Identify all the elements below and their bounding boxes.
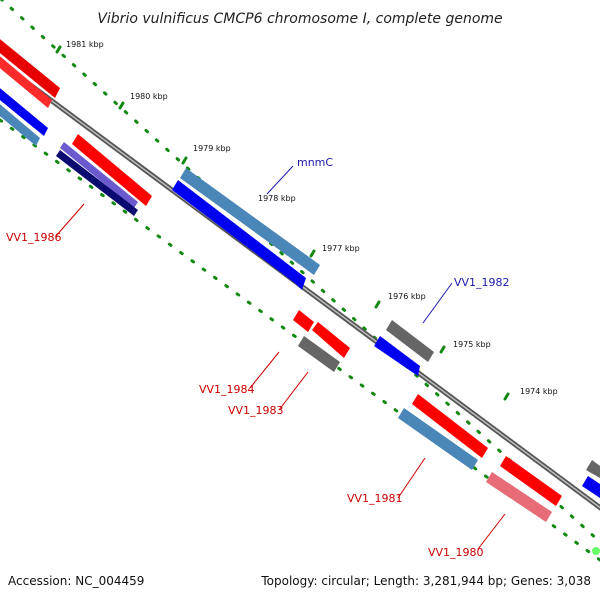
kbp-labels: 1981 kbp 1980 kbp 1979 kbp 1978 kbp 1977…: [66, 40, 558, 396]
cds-feature[interactable]: [293, 310, 314, 332]
tick-label: 1974 kbp: [520, 387, 558, 396]
accession-text: Accession: NC_004459: [8, 574, 144, 588]
cds-feature[interactable]: [374, 336, 420, 376]
kbp-tick-marks: [55, 45, 510, 401]
cds-feature[interactable]: [56, 150, 138, 216]
cds-features: [0, 35, 600, 555]
callout-lines: [55, 165, 506, 550]
gene-label-vv1-1981[interactable]: VV1_1981: [347, 492, 403, 505]
gene-label-mnmc[interactable]: mnmC: [297, 156, 333, 169]
cds-feature[interactable]: [0, 35, 60, 98]
tick-label: 1981 kbp: [66, 40, 104, 49]
cds-feature[interactable]: [0, 100, 40, 146]
gene-label-vv1-1980[interactable]: VV1_1980: [428, 546, 484, 559]
tick-label: 1978 kbp: [258, 194, 296, 203]
cds-feature[interactable]: [398, 408, 478, 470]
cds-feature[interactable]: [412, 394, 488, 458]
gene-label-vv1-1986[interactable]: VV1_1986: [6, 231, 62, 244]
tick-label: 1980 kbp: [130, 92, 168, 101]
cds-feature[interactable]: [312, 322, 350, 358]
cds-feature[interactable]: [298, 336, 340, 372]
gene-labels: mnmC VV1_1982 VV1_1986 VV1_1984 VV1_1983…: [6, 156, 510, 559]
cds-feature[interactable]: [72, 134, 152, 206]
tick-label: 1979 kbp: [193, 144, 231, 153]
feature-marker: [592, 547, 600, 555]
gene-label-vv1-1983[interactable]: VV1_1983: [228, 404, 284, 417]
tick-label: 1977 kbp: [322, 244, 360, 253]
cds-feature[interactable]: [486, 472, 552, 522]
cds-feature[interactable]: [180, 168, 320, 275]
gene-label-vv1-1984[interactable]: VV1_1984: [199, 383, 255, 396]
cds-feature[interactable]: [172, 180, 306, 290]
tick-label: 1975 kbp: [453, 340, 491, 349]
cds-feature[interactable]: [500, 456, 562, 506]
map-title: Vibrio vulnificus CMCP6 chromosome I, co…: [97, 11, 502, 27]
cds-feature[interactable]: [0, 84, 48, 136]
cds-feature[interactable]: [60, 142, 138, 208]
cds-feature[interactable]: [582, 476, 600, 498]
gene-label-vv1-1982[interactable]: VV1_1982: [454, 276, 510, 289]
cds-feature[interactable]: [386, 320, 434, 362]
topology-text: Topology: circular; Length: 3,281,944 bp…: [260, 574, 591, 588]
cds-feature[interactable]: [586, 460, 600, 478]
cds-feature[interactable]: [0, 52, 52, 108]
tick-label: 1976 kbp: [388, 292, 426, 301]
